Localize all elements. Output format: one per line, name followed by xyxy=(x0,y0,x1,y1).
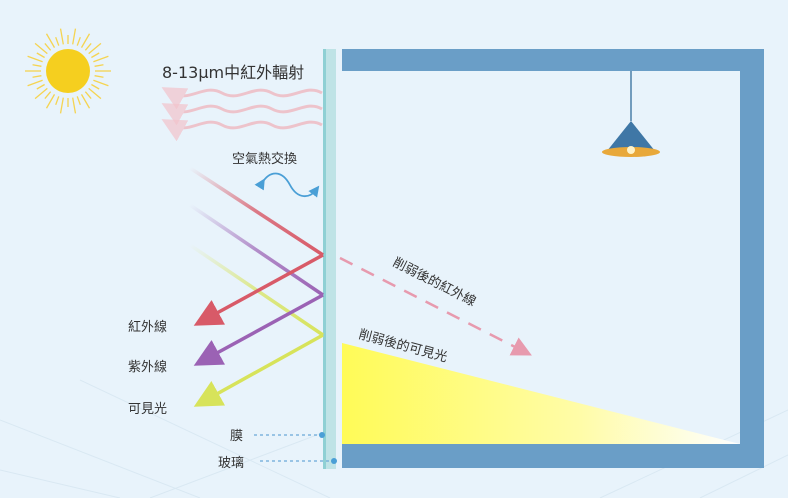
sun-ray xyxy=(59,97,64,114)
sun-ray xyxy=(72,28,77,45)
air-exchange-arrow-icon xyxy=(254,172,320,198)
ultraviolet-reflected-ray xyxy=(193,293,324,366)
pendant-lamp-icon xyxy=(602,71,660,157)
ultraviolet-label: 紫外線 xyxy=(128,359,167,375)
sun-ray xyxy=(45,94,56,109)
visible-label: 可見光 xyxy=(128,402,167,417)
sun-ray xyxy=(72,97,77,114)
sun-ray xyxy=(84,91,92,99)
sun-ray xyxy=(80,33,91,48)
air-exchange-label: 空氣熱交換 xyxy=(232,151,297,167)
sun-ray xyxy=(93,55,109,63)
sun-ray xyxy=(44,43,52,51)
film-label: 膜 xyxy=(230,429,243,444)
film-marker-dot xyxy=(319,432,325,438)
glass-pane xyxy=(325,49,336,469)
infrared-radiation-waves xyxy=(161,87,323,142)
weakened-infrared-ray xyxy=(339,256,532,356)
sun-ray xyxy=(55,36,60,46)
sun-ray xyxy=(44,91,52,99)
sun-ray xyxy=(91,52,100,59)
sun-icon xyxy=(25,28,111,114)
infrared-incoming-ray xyxy=(189,166,324,257)
sun-ray xyxy=(55,96,60,106)
sun-ray xyxy=(93,79,109,87)
sun-ray xyxy=(88,87,102,100)
sun-ray xyxy=(27,79,43,87)
sun-ray xyxy=(80,94,91,109)
sun-ray xyxy=(94,64,104,67)
film-layer xyxy=(323,49,326,469)
glass-marker-dot xyxy=(331,458,337,464)
sun-ray xyxy=(36,83,45,90)
room-walls xyxy=(342,49,764,468)
sun-ray xyxy=(32,75,42,78)
sun-ray xyxy=(59,28,64,45)
sun-ray xyxy=(32,64,42,67)
sun-ray xyxy=(45,33,56,48)
sun-ray xyxy=(76,96,81,106)
sun-ray xyxy=(27,55,43,63)
ir-radiation-label: 8-13μm中紅外輻射 xyxy=(162,63,304,82)
sun-ray xyxy=(91,83,100,90)
infrared-reflected-ray xyxy=(193,253,324,326)
sun-ray xyxy=(34,87,48,100)
glass-label: 玻璃 xyxy=(218,456,244,471)
sun-ray xyxy=(34,42,48,55)
ultraviolet-incoming-ray xyxy=(189,203,324,297)
transmitted-light-beam xyxy=(342,343,740,444)
sun-ray xyxy=(88,42,102,55)
visible-reflected-ray xyxy=(193,333,324,407)
sun-ray xyxy=(76,36,81,46)
sun-ray xyxy=(36,52,45,59)
infrared-label: 紅外線 xyxy=(128,319,167,335)
sun-ray xyxy=(94,75,104,78)
sun-ray xyxy=(84,43,92,51)
